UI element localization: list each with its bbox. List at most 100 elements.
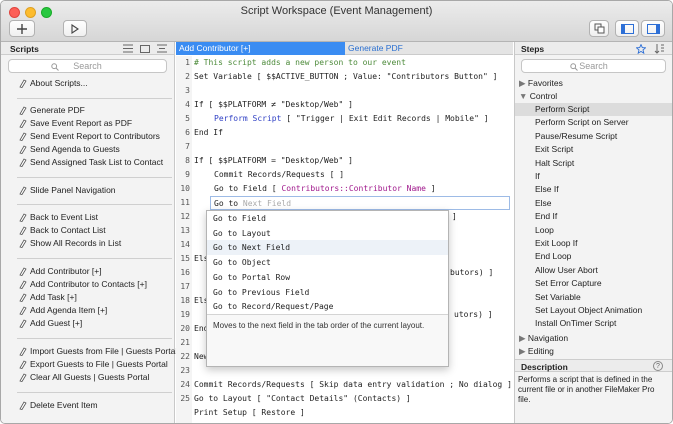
script-line[interactable]: ] [176, 210, 513, 224]
script-line[interactable]: Set Variable [ $$ACTIVE_BUTTON ; Value: … [176, 70, 513, 84]
tab-add-contributor[interactable]: Add Contributor [+] [176, 42, 345, 55]
step-item[interactable]: Halt Script [535, 157, 575, 168]
list-view-icon[interactable] [123, 44, 133, 53]
category-editing[interactable]: ▶ Editing [519, 345, 554, 358]
script-item-label: Back to Contact List [30, 225, 106, 235]
autocomplete-item[interactable]: Go to Next Field [207, 240, 448, 256]
run-script-button[interactable] [63, 20, 87, 37]
star-icon[interactable] [636, 44, 646, 54]
duplicate-button[interactable] [589, 20, 609, 37]
minimize-window-button[interactable] [25, 7, 36, 18]
step-text: Set Variable [ $$ACTIVE_BUTTON ; Value: … [194, 72, 498, 81]
steps-header-label: Steps [521, 44, 545, 54]
script-line[interactable]: New [176, 350, 513, 364]
folder-icon[interactable] [140, 44, 150, 53]
script-line[interactable]: Commit Records/Requests [ ] [176, 168, 513, 182]
script-icon [19, 119, 27, 128]
line-number: 25 [176, 392, 192, 406]
script-line[interactable]: Go to Layout [ "Contact Details" (Contac… [176, 392, 513, 406]
script-item-label: Generate PDF [30, 105, 85, 115]
line-number: 3 [176, 84, 192, 98]
script-line[interactable]: Els [176, 294, 513, 308]
step-item[interactable]: Else If [535, 184, 559, 195]
tab-generate-pdf[interactable]: Generate PDF [348, 43, 403, 53]
steps-search-input[interactable]: Search [521, 59, 666, 73]
script-item-label: Send Event Report to Contributors [30, 131, 160, 141]
help-icon[interactable]: ? [653, 361, 663, 371]
script-line[interactable]: utors) ] [176, 308, 513, 322]
toggle-scripts-panel-button[interactable] [615, 20, 639, 37]
description-header: Description ? [515, 359, 672, 372]
autocomplete-item[interactable]: Go to Previous Field [213, 287, 310, 297]
script-line[interactable]: # This script adds a new person to our e… [176, 56, 513, 70]
step-item[interactable]: Perform Script [515, 103, 672, 117]
field-reference: Contributors::Contributor Name [281, 184, 426, 193]
step-item[interactable]: If [535, 171, 540, 181]
category-favorites[interactable]: ▶ Favorites [519, 77, 563, 90]
step-item[interactable]: Else [535, 197, 552, 208]
script-line-editing[interactable]: Go to Next Field [210, 196, 510, 210]
scripts-panel: Scripts Search About Scripts...Generate … [1, 42, 178, 423]
autocomplete-item[interactable]: Go to Field [213, 214, 266, 223]
category-control[interactable]: ▼ Control [519, 90, 557, 103]
step-text: Els [194, 254, 209, 263]
category-navigation[interactable]: ▶ Navigation [519, 332, 568, 345]
steps-panel: Steps Search ▶ Favorites ▼ Control Perfo… [514, 42, 672, 423]
zoom-window-button[interactable] [41, 7, 52, 18]
script-line[interactable]: Perform Script [ "Trigger | Exit Edit Re… [176, 112, 513, 126]
step-item[interactable]: Set Error Capture [535, 278, 602, 289]
new-script-button[interactable] [9, 20, 35, 37]
script-line[interactable]: If [ $$PLATFORM = "Desktop/Web" ] [176, 154, 513, 168]
script-line[interactable]: Go to Field [ Contributors::Contributor … [176, 182, 513, 196]
autocomplete-item[interactable]: Go to Record/Request/Page [213, 302, 334, 312]
disclosure-down-icon: ▼ [519, 91, 528, 101]
autocomplete-item[interactable]: Go to Object [213, 258, 271, 268]
script-icon [19, 280, 27, 289]
step-item[interactable]: Install OnTimer Script [535, 318, 617, 329]
scripts-search-input[interactable]: Search [8, 59, 167, 73]
disclosure-right-icon: ▶ [519, 333, 526, 343]
line-number-text: 14 [180, 240, 190, 249]
autocomplete-item[interactable]: Go to Layout [213, 228, 271, 238]
separator-icon[interactable] [157, 44, 167, 53]
script-icon [19, 79, 27, 88]
script-icon [19, 319, 27, 328]
step-item[interactable]: Set Layout Object Animation [535, 305, 643, 315]
script-separator [17, 392, 172, 393]
line-number: 12 [176, 210, 192, 224]
script-item-label: Import Guests from File | Guests Portal [30, 346, 178, 356]
script-line[interactable]: Els [176, 252, 513, 266]
script-line[interactable]: If [ $$PLATFORM ≠ "Desktop/Web" ] [176, 98, 513, 112]
step-item[interactable]: Perform Script on Server [535, 117, 629, 128]
step-text: Print Setup [ Restore ] [194, 408, 305, 417]
step-item[interactable]: Loop [535, 224, 554, 235]
script-line[interactable]: Print Setup [ Restore ] [176, 406, 513, 420]
line-number: 8 [176, 154, 192, 168]
script-line[interactable]: End If [176, 126, 513, 140]
autocomplete-item[interactable]: Go to Portal Row [213, 272, 291, 282]
step-item[interactable]: Allow User Abort [535, 264, 598, 275]
script-line[interactable]: End [176, 322, 513, 336]
line-number-text: 12 [180, 212, 190, 221]
script-line[interactable]: butors) ] [176, 266, 513, 280]
search-icon [570, 63, 578, 71]
scripts-panel-header: Scripts [1, 42, 174, 55]
step-item[interactable]: Exit Script [535, 144, 574, 155]
script-icon [19, 267, 27, 276]
step-item[interactable]: End Loop [535, 251, 572, 262]
step-item[interactable]: Exit Loop If [535, 238, 578, 248]
step-item[interactable]: Set Variable [535, 291, 581, 302]
toggle-steps-panel-button[interactable] [641, 20, 665, 37]
sort-icon[interactable] [654, 43, 665, 54]
script-line[interactable]: Commit Records/Requests [ Skip data entr… [176, 378, 513, 392]
script-item-label: Show All Records in List [30, 238, 122, 248]
steps-panel-header: Steps [515, 42, 672, 55]
step-text: ] [425, 184, 436, 193]
script-tabs: Add Contributor [+] Generate PDF [176, 42, 513, 55]
step-item[interactable]: End If [535, 211, 558, 222]
close-window-button[interactable] [9, 7, 20, 18]
step-item[interactable]: Pause/Resume Script [535, 130, 618, 141]
step-text: Commit Records/Requests [ ] [214, 170, 345, 179]
line-number-text: 4 [185, 100, 190, 109]
